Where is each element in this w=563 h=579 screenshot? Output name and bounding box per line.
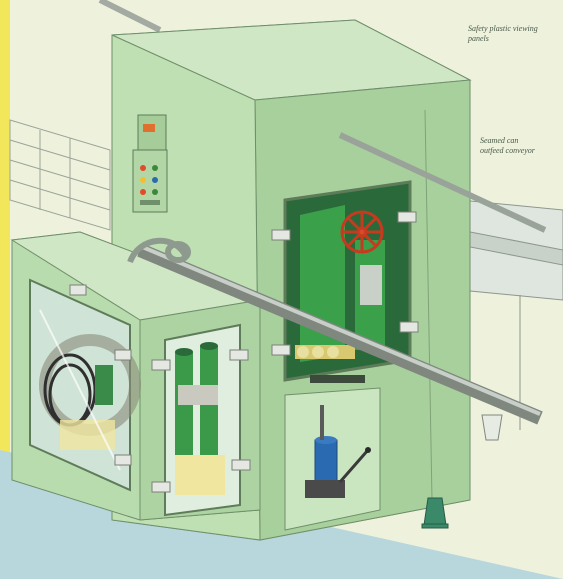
page-edge-strip [0,0,10,579]
left-viewing-panel [29,278,141,492]
safety-panels-label: Safety plastic viewing panels [468,24,538,43]
upper-rail [338,132,547,233]
pipe-coupling [127,237,191,264]
handwheel-icon [340,210,384,254]
overhead-rod [98,0,162,33]
outfeed-conveyor-label: Seamed can outfeed conveyor [480,136,535,155]
feed-rail [137,243,543,425]
control-panel-icon [132,114,168,213]
panel-clamps [69,211,419,493]
leveling-feet [421,497,449,529]
nameplate [310,375,365,383]
center-viewing-panel [164,323,241,517]
indicator-light [143,124,155,132]
hydraulic-pump-icon [305,405,371,498]
floor-base [0,450,563,579]
background-conveyor-left [9,119,111,231]
